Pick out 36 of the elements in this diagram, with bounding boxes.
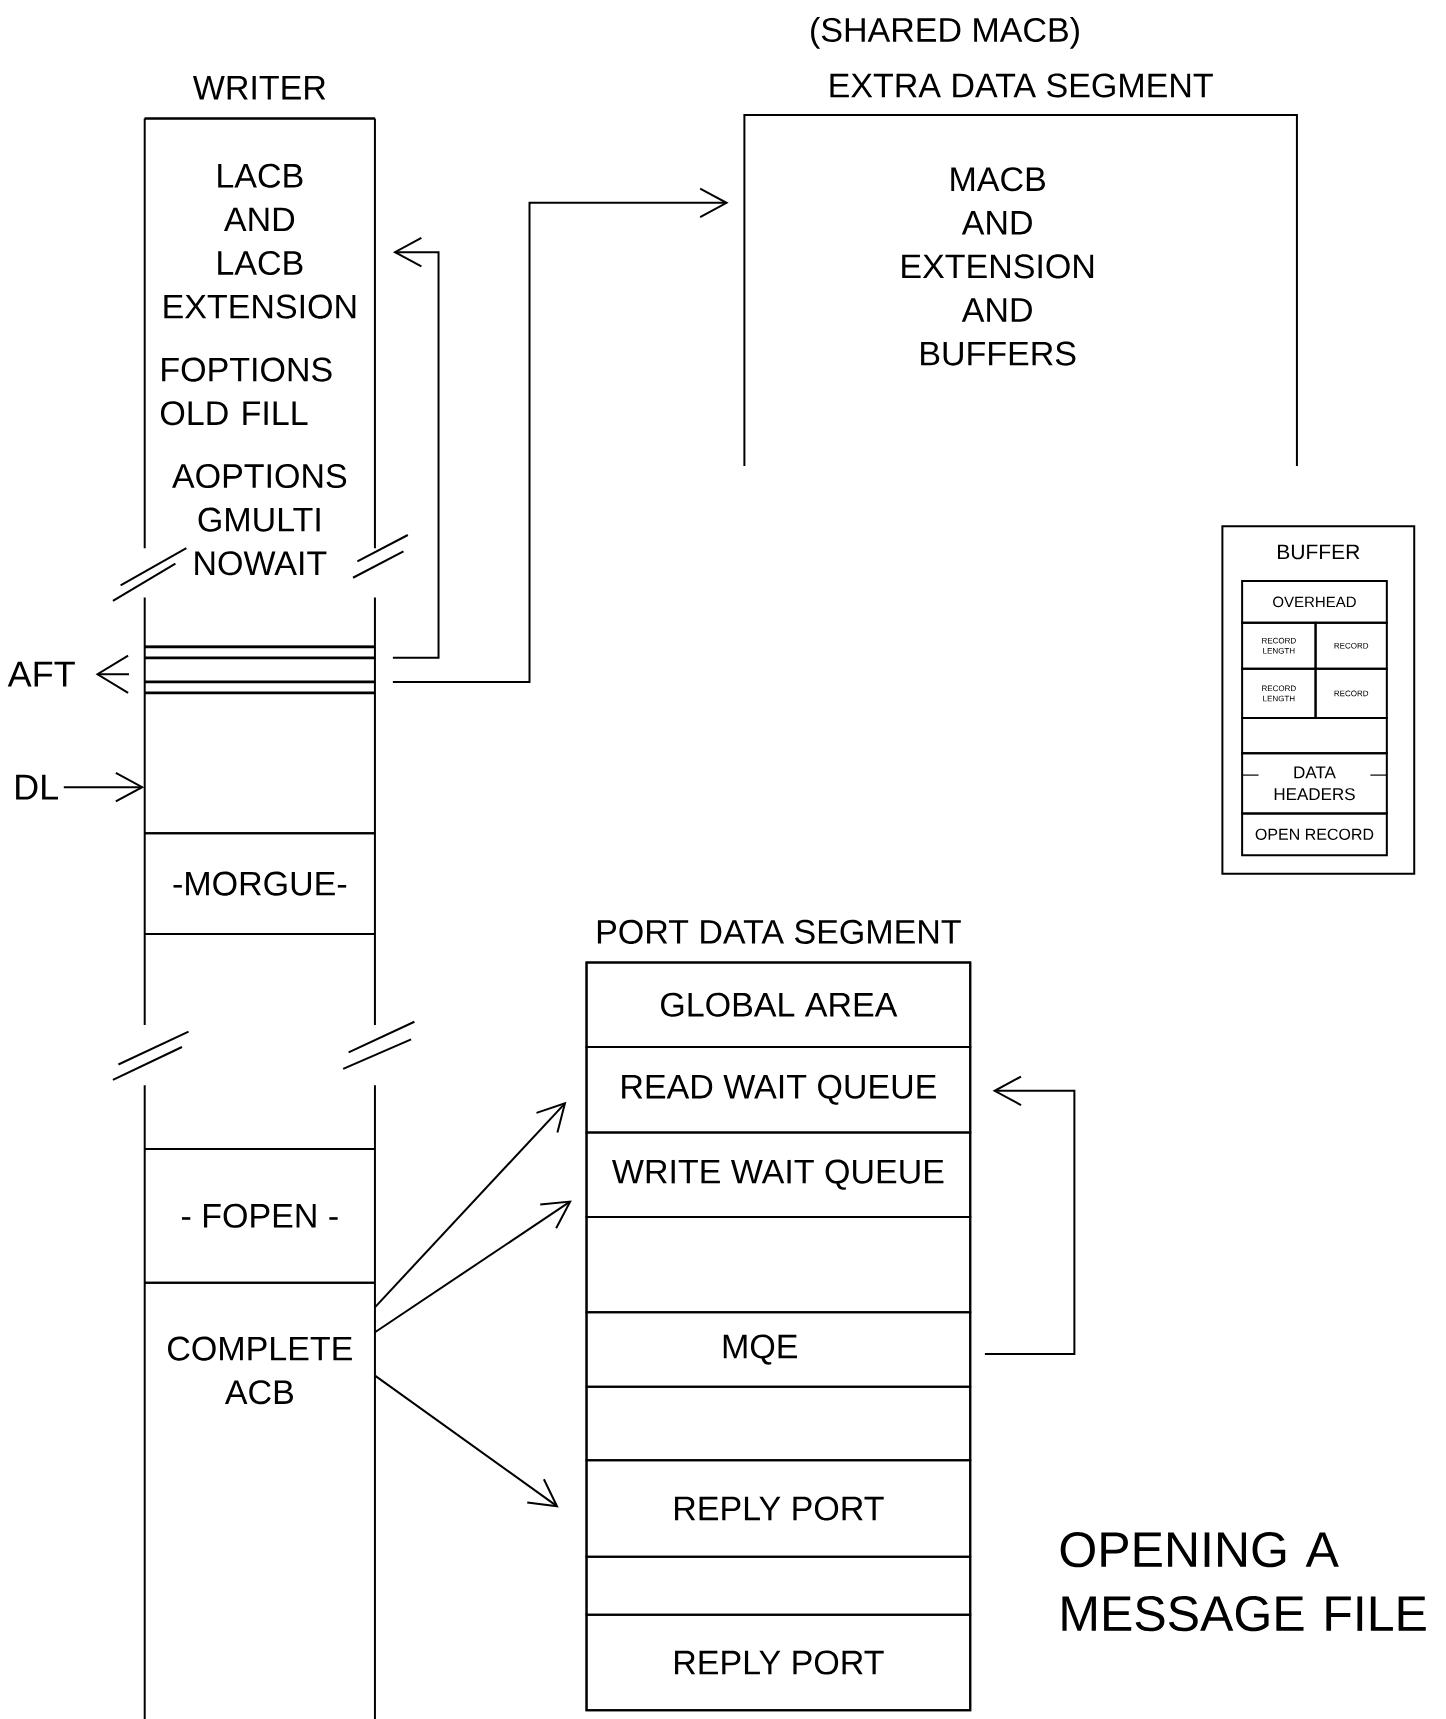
segment-row: REPLY PORT bbox=[585, 1613, 972, 1712]
segment-row bbox=[585, 1215, 972, 1314]
pointer-label: AFT bbox=[7, 661, 75, 687]
memory-cell: LACB AND LACB EXTENSION FOPTIONS OLD FILL AOPTIONS GMULTI NOWAIT bbox=[143, 117, 376, 649]
arrow bbox=[391, 236, 440, 659]
buffer-field: RECORD LENGTH bbox=[1241, 667, 1317, 720]
arrow bbox=[62, 771, 145, 803]
memory-cell: - FOPEN - bbox=[143, 1203, 376, 1284]
segment-row: WRITE WAIT QUEUE bbox=[585, 1131, 972, 1218]
buffer-field: DATA HEADERS bbox=[1241, 752, 1388, 815]
pointer-label: DL bbox=[16, 774, 58, 800]
buffer-field bbox=[1241, 717, 1388, 755]
segment-row: GLOBAL AREA bbox=[585, 961, 972, 1048]
segment-row bbox=[585, 1555, 972, 1616]
segment-row: MQE bbox=[585, 1311, 972, 1388]
buffer-field: RECORD bbox=[1314, 621, 1388, 670]
memory-cell: -MORGUE- bbox=[143, 871, 376, 936]
segment-row bbox=[585, 1385, 972, 1462]
node-label: PORT DATA SEGMENT bbox=[597, 919, 961, 944]
segment-row: READ WAIT QUEUE bbox=[585, 1046, 972, 1134]
buffer-field: OPEN RECORD bbox=[1241, 812, 1388, 857]
buffer-field: OVERHEAD bbox=[1241, 580, 1388, 624]
data-segment-box: (SHARED MACB) EXTRA DATA SEGMENT MACB AND EXTENSION AND BUFFERS bbox=[743, 17, 1298, 467]
buffer-field: RECORD bbox=[1314, 667, 1388, 720]
arrow bbox=[983, 1075, 1076, 1355]
arrow bbox=[374, 1200, 572, 1334]
arrow bbox=[391, 187, 729, 683]
memory-cell bbox=[143, 832, 376, 835]
buffer-field: RECORD LENGTH bbox=[1241, 621, 1317, 670]
arrow bbox=[374, 1374, 559, 1508]
arrow bbox=[374, 1101, 567, 1308]
memory-cell: COMPLETE ACB bbox=[168, 1336, 352, 1405]
caption: OPENING A MESSAGE FILE bbox=[1060, 1531, 1426, 1632]
memory-cell bbox=[143, 1147, 376, 1150]
segment-row: REPLY PORT bbox=[585, 1459, 972, 1558]
entry-lines bbox=[143, 656, 376, 695]
